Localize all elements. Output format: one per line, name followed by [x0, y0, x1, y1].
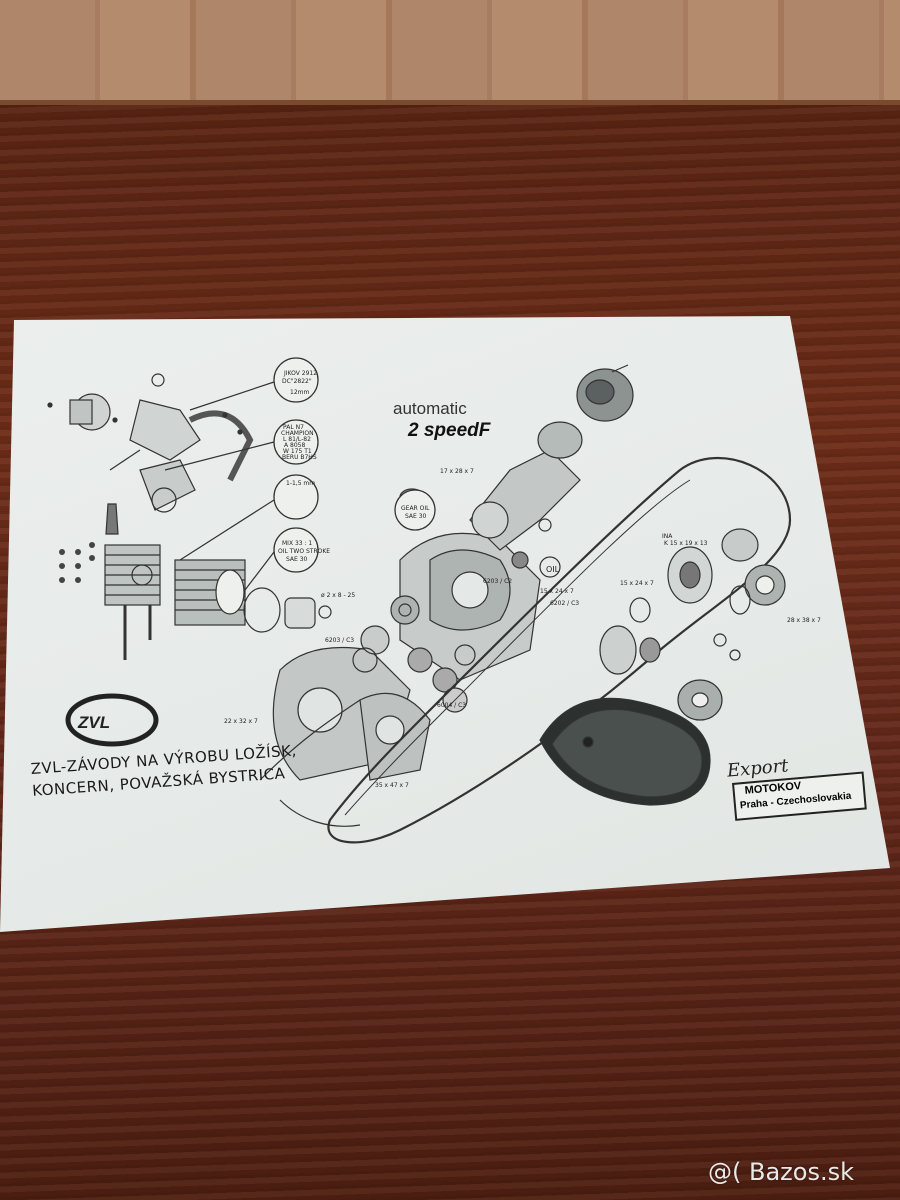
crankshaft-drawing [469, 421, 583, 569]
cylinder-drawing [174, 559, 246, 626]
bearing-label: 35 x 47 x 7 [375, 782, 409, 789]
mix-label-1: MIX 33 : 1 [282, 540, 313, 547]
cylinder-head-drawing [104, 544, 161, 660]
carburettor-drawing [47, 373, 254, 513]
bearing-label: K 15 x 19 x 13 [664, 540, 708, 547]
zvl-logo-text: ZVL [77, 713, 110, 732]
bearing-label: 22 x 32 x 7 [224, 718, 258, 725]
gear-oil-label-2: SAE 30 [405, 513, 427, 520]
bearing-label: 6004 / C3 [437, 702, 467, 709]
bearing-label: 6203 / C3 [325, 637, 355, 644]
bearing-label: 15 x 24 x 7 [540, 588, 574, 595]
clutch-cover-drawing [539, 697, 711, 806]
gap-label: 1-1,5 mm [286, 480, 316, 487]
bazos-watermark: @( Bazos.sk [708, 1158, 854, 1186]
plug-label-4: A 8058 [284, 442, 306, 449]
carb-label-3: 12mm [290, 389, 310, 396]
plug-label-3: L 81/L-82 [283, 436, 311, 443]
bearing-label: 6203 / C2 [483, 578, 513, 585]
pin-label: ø 2 x 8 - 25 [321, 592, 356, 599]
bearing-label: 6202 / C3 [550, 600, 580, 607]
plug-label-5: W 175 T1 [283, 448, 312, 455]
magneto-drawing [576, 364, 634, 422]
gear-train-drawing [352, 595, 476, 713]
carb-label-2: DC"2822" [282, 378, 312, 385]
bearing-label: 17 x 28 x 7 [440, 468, 474, 475]
mix-label-3: SAE 30 [286, 556, 308, 563]
carb-label-1: JIKOV 2912 [284, 370, 318, 377]
plug-label-1: PAL N7 [283, 424, 304, 431]
poster-title-line2: 2 speedF [408, 420, 491, 441]
bearing-label: INA [662, 533, 673, 540]
crankcase-drawing [272, 532, 541, 781]
bearing-label: 15 x 24 x 7 [620, 580, 654, 587]
mix-label-2: OIL TWO STROKE [278, 548, 331, 555]
wall-background [0, 0, 900, 110]
plug-label-6: BERU B7HS [282, 454, 317, 461]
variator-drawing [599, 528, 786, 721]
gear-oil-label-1: GEAR OIL [401, 505, 430, 512]
bearing-label: 28 x 38 x 7 [787, 617, 821, 624]
oil-tag-label: OIL [546, 565, 560, 574]
plug-label-2: CHAMPION [281, 430, 314, 437]
poster-title-line1: automatic [393, 399, 467, 418]
motokov-brand: MOTOKOV [744, 780, 802, 797]
